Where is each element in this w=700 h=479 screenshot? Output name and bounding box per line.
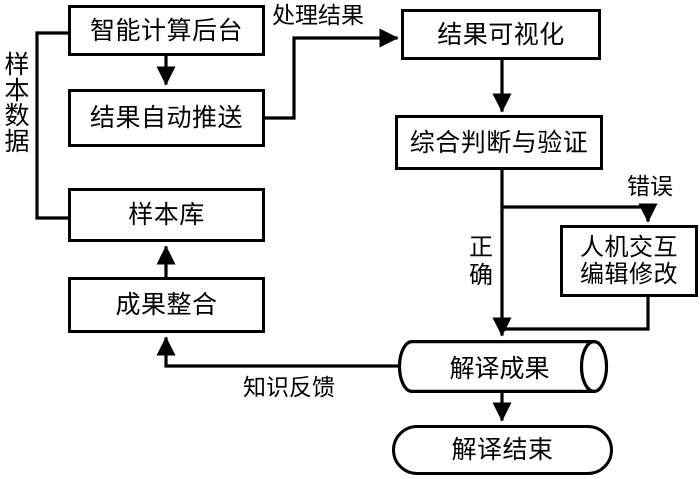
node-automatic-result-push[interactable]: 结果自动推送	[68, 89, 265, 147]
wire-judge-to-edit	[500, 203, 658, 223]
node-comprehensive-judgement-verification[interactable]: 综合判断与验证	[395, 115, 603, 170]
node-label: 成果整合	[115, 290, 218, 319]
node-human-machine-interactive-edit[interactable]: 人机交互 编辑修改	[560, 225, 698, 297]
edge-label-processing-result: 处理结果	[272, 3, 364, 29]
edge-label-error: 错误	[627, 174, 673, 200]
wire-sample-data	[35, 31, 70, 220]
node-label: 样本库	[128, 200, 205, 229]
node-label: 结果可视化	[437, 19, 565, 49]
node-result-integration[interactable]: 成果整合	[68, 277, 265, 333]
node-sample-library[interactable]: 样本库	[68, 188, 265, 242]
edge-label-correct: 正确	[469, 233, 493, 290]
node-label-line2: 编辑修改	[580, 260, 678, 288]
edge-label-sample-data: 样本数据	[4, 50, 30, 156]
node-intelligent-computing-backend[interactable]: 智能计算后台	[68, 5, 265, 56]
node-label-line1: 人机交互	[580, 233, 678, 262]
node-interpretation-result[interactable]: 解译成果	[397, 340, 615, 393]
node-result-visualization[interactable]: 结果可视化	[401, 9, 601, 60]
wire-autopush-to-visualize	[263, 28, 399, 120]
wire-knowledge-feedback	[156, 336, 400, 368]
wire-edit-back-to-main	[501, 295, 650, 331]
node-label: 综合判断与验证	[409, 127, 589, 157]
node-label: 智能计算后台	[89, 15, 243, 45]
cylinder-shape	[397, 340, 609, 393]
node-label: 解译成果	[449, 353, 550, 383]
node-label: 解译结束	[451, 435, 554, 464]
node-label: 结果自动推送	[89, 103, 243, 132]
node-interpretation-end[interactable]: 解译结束	[392, 425, 613, 475]
edge-label-knowledge-feedback: 知识反馈	[243, 375, 335, 401]
